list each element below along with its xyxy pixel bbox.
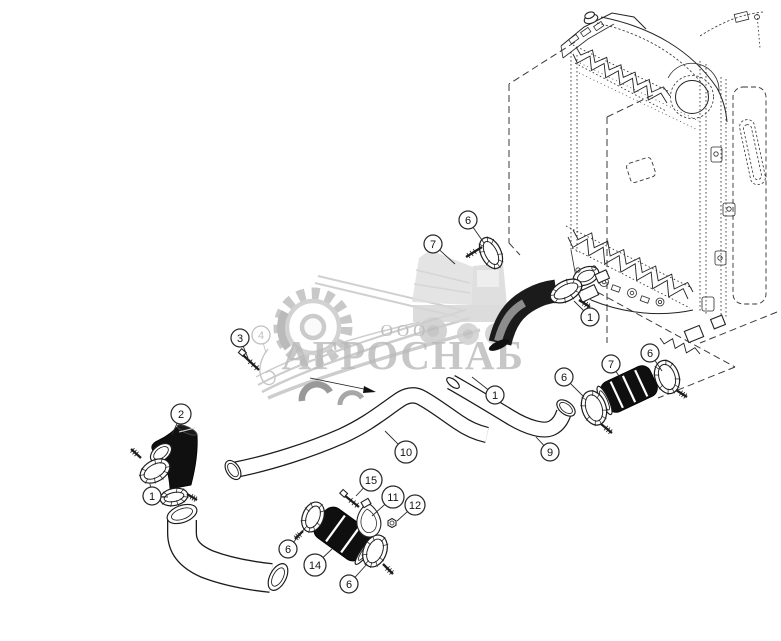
- part-screw-15: [338, 488, 349, 499]
- svg-text:6: 6: [346, 579, 352, 591]
- callout-10: 10: [384, 430, 418, 464]
- part-screw-3: [242, 354, 260, 371]
- truck-silhouette: [412, 248, 513, 345]
- watermark: ООО АГРОСНАБ: [255, 248, 524, 406]
- watermark-company-prefix: ООО: [381, 321, 430, 340]
- flow-direction-arrow: [309, 377, 376, 393]
- pipe-10-open-end: [224, 459, 242, 481]
- svg-text:7: 7: [608, 359, 614, 371]
- svg-text:15: 15: [365, 475, 377, 487]
- callout-6: 6: [458, 210, 485, 244]
- svg-text:6: 6: [561, 372, 567, 384]
- part-screw-3: [237, 347, 248, 358]
- svg-text:12: 12: [409, 500, 421, 512]
- callout-3: 3: [230, 328, 250, 359]
- pipe-10: [224, 387, 489, 481]
- pipe-9: [446, 375, 576, 438]
- svg-text:4: 4: [258, 330, 264, 342]
- svg-text:7: 7: [430, 239, 436, 251]
- svg-text:1: 1: [587, 312, 593, 324]
- part-clamp-1a: [130, 447, 172, 484]
- callout-6: 6: [278, 527, 306, 559]
- callout-6: 6: [640, 343, 663, 372]
- part-hook-4: [259, 348, 276, 386]
- svg-text:2: 2: [178, 409, 184, 421]
- wheel-arc-decoration: [337, 390, 365, 406]
- radiator-assembly: [508, 10, 778, 399]
- callout-7: 7: [601, 354, 624, 383]
- watermark-company-name: АГРОСНАБ: [281, 332, 524, 378]
- callout-9: 9: [535, 436, 560, 462]
- callout-2: 2: [170, 403, 192, 436]
- svg-text:11: 11: [387, 492, 398, 504]
- callout-11: 11: [371, 485, 405, 517]
- svg-text:14: 14: [309, 560, 321, 572]
- part-bellows-7: [596, 365, 658, 416]
- svg-text:1: 1: [149, 491, 155, 503]
- part-screw-15: [343, 494, 360, 508]
- wheel-arc-decoration: [298, 381, 333, 402]
- callout-7: 7: [423, 234, 456, 265]
- callout-15: 15: [355, 468, 383, 497]
- part-clamp-1b: [159, 486, 198, 508]
- svg-text:10: 10: [400, 447, 412, 459]
- callout-6: 6: [339, 563, 368, 594]
- part-clamp-6c: [580, 389, 613, 435]
- svg-text:1: 1: [492, 390, 498, 402]
- part-nut-12: [387, 517, 397, 529]
- callout-6: 6: [554, 367, 585, 398]
- svg-text:6: 6: [285, 544, 291, 556]
- part-clamp-6e: [465, 236, 504, 270]
- elbow-assembly: [149, 424, 289, 593]
- svg-text:3: 3: [237, 333, 243, 345]
- elbow-opening: [149, 442, 173, 464]
- part-clamp-6a: [293, 501, 326, 541]
- part-clamp-6b: [361, 534, 394, 575]
- callout-1: 1: [573, 300, 600, 327]
- part-clamp-1e: [549, 277, 591, 309]
- callout-1: 1: [471, 376, 505, 405]
- callout-4: 4: [251, 325, 271, 354]
- svg-text:6: 6: [647, 348, 653, 360]
- svg-text:9: 9: [547, 447, 553, 459]
- callout-14: 14: [303, 548, 333, 577]
- swoosh-decoration: [255, 275, 481, 400]
- svg-text:6: 6: [465, 215, 471, 227]
- callout-1: 1: [142, 483, 169, 506]
- pipe-9-open-end: [556, 399, 576, 417]
- part-bracket-11: [356, 497, 382, 538]
- callout-12: 12: [396, 494, 426, 522]
